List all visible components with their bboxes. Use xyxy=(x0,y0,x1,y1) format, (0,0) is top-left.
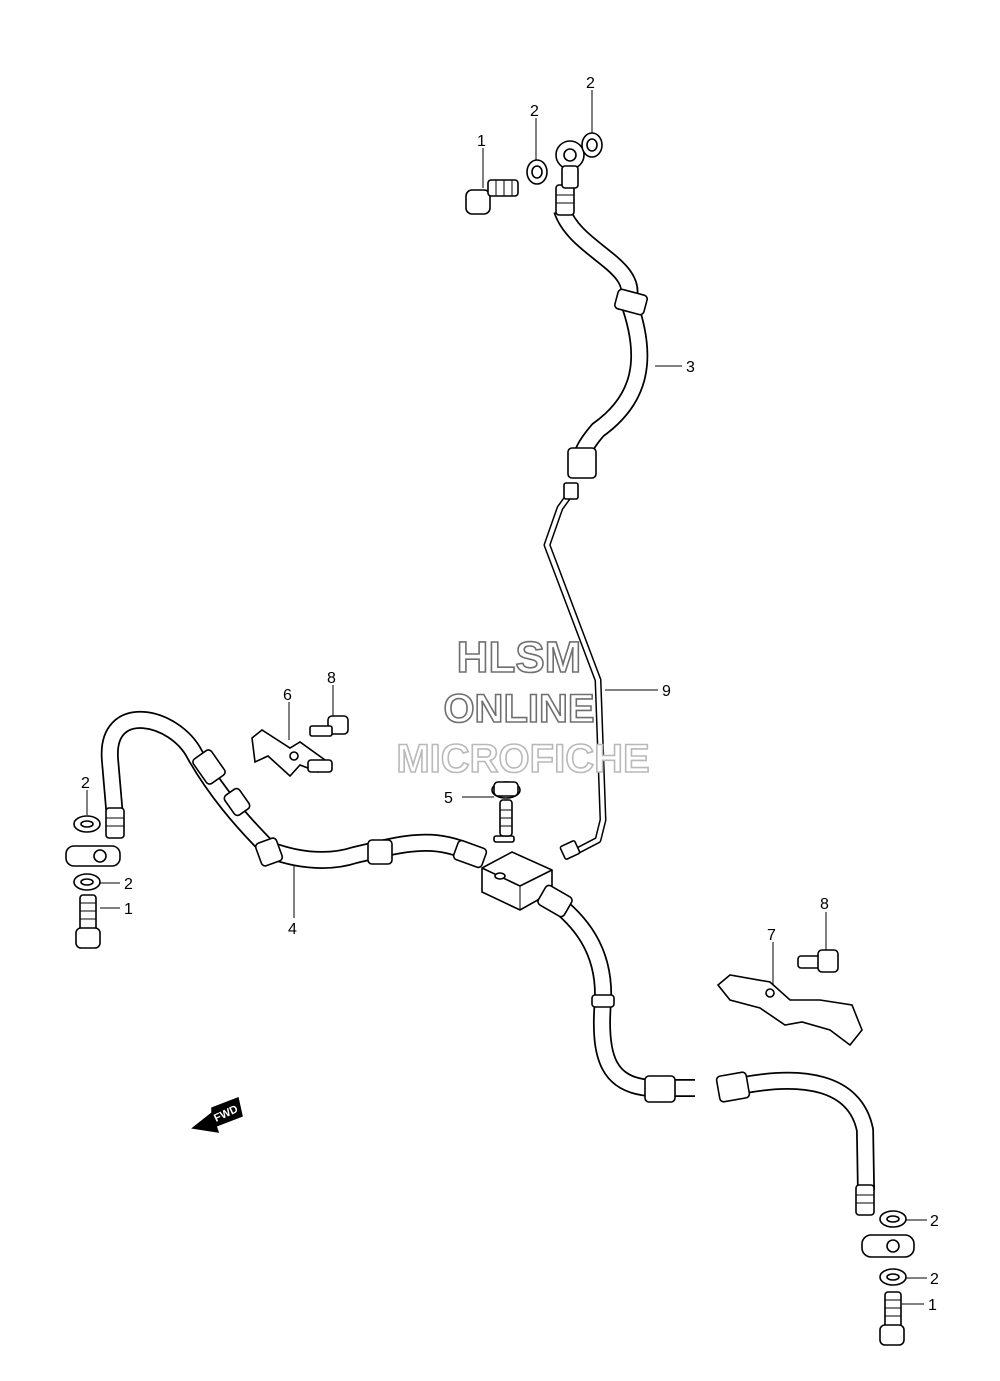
watermark-line1: HLSM xyxy=(457,633,582,682)
joint-bolt xyxy=(491,781,521,843)
metal-brake-pipe xyxy=(543,482,607,860)
forward-direction-arrow: FWD xyxy=(191,1096,243,1133)
callout-2-right-top: 2 xyxy=(930,1213,939,1230)
callout-8-right: 8 xyxy=(820,896,829,913)
upper-brake-hose xyxy=(553,140,649,479)
callout-6: 6 xyxy=(283,687,292,704)
left-banjo-fitting xyxy=(65,845,121,867)
callout-1-upper: 1 xyxy=(477,133,486,150)
clamp-bolt-left xyxy=(307,715,349,773)
clamp-bolt-right xyxy=(797,949,839,973)
upper-washer-b xyxy=(581,132,603,158)
callout-2-left-top: 2 xyxy=(81,775,90,792)
right-banjo-fitting xyxy=(861,1234,915,1258)
callout-7: 7 xyxy=(767,927,776,944)
upper-union-bolt xyxy=(465,179,519,215)
callout-2-right-bottom: 2 xyxy=(930,1271,939,1288)
left-union-bolt xyxy=(75,894,101,949)
left-washer-bottom xyxy=(73,873,101,891)
hose-clamp-right xyxy=(716,974,863,1047)
callout-4: 4 xyxy=(288,921,297,938)
upper-banjo-fitting xyxy=(555,140,585,189)
callout-9: 9 xyxy=(662,683,671,700)
callout-labels: 1 2 2 3 9 6 8 2 2 1 4 5 8 7 2 2 1 xyxy=(81,75,939,1314)
leader-lines xyxy=(86,90,927,1305)
callout-1-left: 1 xyxy=(124,901,133,918)
right-union-bolt xyxy=(879,1291,905,1346)
left-brake-hose xyxy=(65,711,488,869)
three-way-joint xyxy=(481,851,553,911)
left-washer-top xyxy=(73,815,101,833)
watermark: HLSM ONLINE MICROFICHE xyxy=(396,632,651,782)
callout-3: 3 xyxy=(686,359,695,376)
upper-hose-end-fitting xyxy=(555,184,575,216)
watermark-line2: ONLINE xyxy=(443,687,594,731)
callout-8-left: 8 xyxy=(327,670,336,687)
right-washer-top xyxy=(879,1210,907,1228)
right-washer-bottom xyxy=(879,1268,907,1286)
upper-washer-a xyxy=(526,159,548,185)
watermark-line3: MICROFICHE xyxy=(396,737,649,781)
callout-5: 5 xyxy=(444,790,453,807)
callout-2-upper-a: 2 xyxy=(530,103,539,120)
callout-1-right: 1 xyxy=(928,1297,937,1314)
right-brake-hose xyxy=(537,884,915,1258)
callout-2-upper-b: 2 xyxy=(586,75,595,92)
callout-2-left-bottom: 2 xyxy=(124,876,133,893)
